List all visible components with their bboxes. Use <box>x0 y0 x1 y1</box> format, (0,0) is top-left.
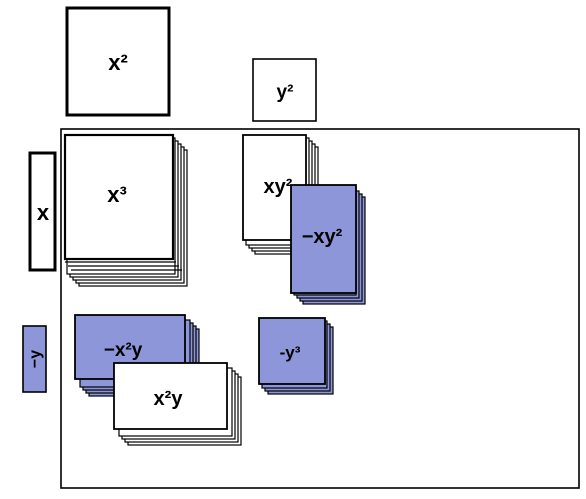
svg-text:x³: x³ <box>107 182 127 207</box>
y-squared-tile: y² <box>252 58 317 122</box>
svg-text:xy²: xy² <box>264 176 293 198</box>
svg-text:-y³: -y³ <box>280 343 301 362</box>
svg-text:−xy²: −xy² <box>302 226 343 248</box>
svg-text:y²: y² <box>277 82 294 103</box>
svg-text:−y: −y <box>27 350 44 368</box>
negative-y-tile: −y <box>22 325 47 393</box>
x-cubed-stack: x³ <box>63 133 188 287</box>
negative-y-cubed-stack: -y³ <box>258 317 334 395</box>
svg-text:x²y: x²y <box>154 388 184 410</box>
svg-text:−x²y: −x²y <box>104 340 143 361</box>
x-tile: x <box>28 151 57 272</box>
negative-xy-squared-stack: −xy² <box>290 184 366 305</box>
svg-text:x²: x² <box>108 50 128 75</box>
x-squared-y-stack: x²y <box>113 362 242 446</box>
svg-text:x: x <box>37 200 50 225</box>
xy-squared-stack: xy² <box>242 134 319 255</box>
workspace-frame <box>60 128 580 489</box>
x-squared-tile: x² <box>65 6 171 117</box>
